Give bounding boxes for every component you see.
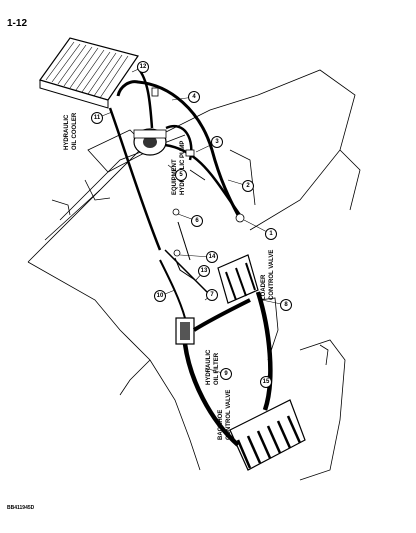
hydraulic-pump bbox=[133, 128, 167, 156]
hydraulic-oil-filter bbox=[175, 317, 195, 345]
svg-text:5: 5 bbox=[179, 172, 183, 178]
svg-text:4: 4 bbox=[192, 94, 196, 100]
callout-11: 11 bbox=[91, 112, 103, 124]
svg-text:15: 15 bbox=[263, 379, 270, 385]
label-oil-filter: HYDRAULIC OIL FILTER bbox=[206, 348, 220, 385]
fittings bbox=[151, 87, 245, 257]
callout-3: 3 bbox=[211, 136, 223, 148]
callout-6: 6 bbox=[191, 215, 203, 227]
svg-text:12: 12 bbox=[140, 64, 147, 70]
callout-12: 12 bbox=[137, 61, 149, 73]
callout-1: 1 bbox=[265, 228, 277, 240]
svg-text:2: 2 bbox=[246, 183, 250, 189]
callout-9: 9 bbox=[220, 368, 232, 380]
label-backhoe-control-valve: BACKHOE CONTROL VALVE bbox=[218, 390, 232, 440]
callout-13: 13 bbox=[198, 265, 210, 277]
callout-10: 10 bbox=[154, 290, 166, 302]
figure-code: BB411945D bbox=[7, 505, 35, 511]
svg-text:11: 11 bbox=[94, 115, 101, 121]
label-loader-control-valve: LOADER CONTROL VALVE bbox=[261, 250, 275, 300]
svg-text:7: 7 bbox=[210, 292, 214, 298]
svg-text:10: 10 bbox=[157, 293, 164, 299]
callout-14: 14 bbox=[206, 251, 218, 263]
hydraulic-hoses bbox=[108, 67, 273, 447]
svg-text:13: 13 bbox=[201, 268, 208, 274]
svg-text:9: 9 bbox=[224, 371, 228, 377]
backhoe-control-valve bbox=[229, 399, 306, 471]
svg-text:6: 6 bbox=[195, 218, 199, 224]
callout-8: 8 bbox=[280, 299, 292, 311]
callout-4: 4 bbox=[188, 91, 200, 103]
callout-15: 15 bbox=[260, 376, 272, 388]
oil-cooler bbox=[39, 37, 139, 109]
callout-2: 2 bbox=[242, 180, 254, 192]
svg-text:1: 1 bbox=[269, 231, 273, 237]
svg-text:8: 8 bbox=[284, 302, 288, 308]
svg-text:3: 3 bbox=[215, 139, 219, 145]
loader-control-valve bbox=[217, 254, 259, 304]
label-oil-cooler: HYDRAULIC OIL COOLER bbox=[64, 112, 78, 150]
svg-text:14: 14 bbox=[209, 254, 216, 260]
page-number: 1-12 bbox=[7, 18, 28, 29]
callout-7: 7 bbox=[206, 289, 218, 301]
callout-5: 5 bbox=[175, 169, 187, 181]
label-hydraulic-pump: EQUIPMENT HYDRAULIC PUMP bbox=[172, 141, 186, 195]
